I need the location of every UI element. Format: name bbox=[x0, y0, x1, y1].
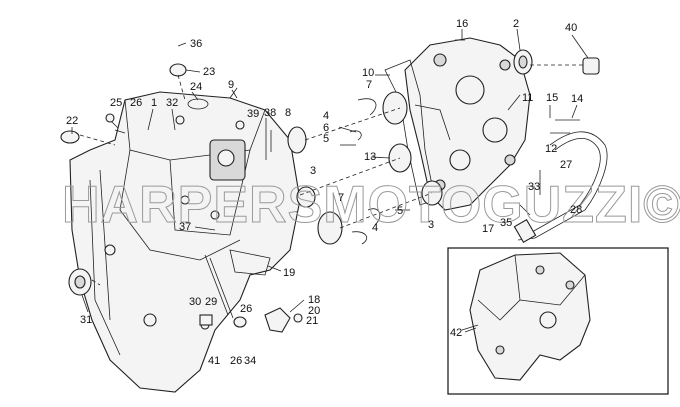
callout-27: 27 bbox=[560, 159, 572, 171]
callout-26-top: 26 bbox=[130, 97, 142, 109]
leader-lines bbox=[71, 28, 589, 333]
small-parts bbox=[105, 39, 608, 333]
rear-cover bbox=[404, 37, 531, 211]
callout-37: 37 bbox=[179, 221, 191, 233]
callout-6: 6 bbox=[323, 122, 329, 134]
callouts: 16 2 40 36 23 24 9 10 7 11 15 14 22 25 2… bbox=[66, 18, 583, 367]
callout-40: 40 bbox=[565, 22, 577, 34]
callout-4-mid: 4 bbox=[372, 222, 378, 234]
callout-5-top: 5 bbox=[323, 133, 329, 145]
bearings bbox=[60, 49, 600, 296]
callout-31: 31 bbox=[80, 314, 92, 326]
callout-41: 41 bbox=[208, 355, 220, 367]
callout-28: 28 bbox=[570, 204, 582, 216]
callout-2: 2 bbox=[513, 18, 519, 30]
callout-29: 29 bbox=[205, 296, 217, 308]
callout-36: 36 bbox=[190, 38, 202, 50]
callout-7-top: 7 bbox=[366, 79, 372, 91]
callout-3-left: 3 bbox=[310, 165, 316, 177]
callout-33: 33 bbox=[528, 181, 540, 193]
callout-7-mid: 7 bbox=[338, 192, 344, 204]
callout-8: 8 bbox=[285, 107, 291, 119]
watermark: HARPERSMOTOGUZZI© bbox=[62, 176, 680, 234]
callout-26-mid: 26 bbox=[240, 303, 252, 315]
callout-10: 10 bbox=[362, 67, 374, 79]
callout-34: 34 bbox=[244, 355, 256, 367]
callout-19: 19 bbox=[283, 267, 295, 279]
callout-1: 1 bbox=[151, 97, 157, 109]
callout-13: 13 bbox=[364, 151, 376, 163]
callout-32: 32 bbox=[166, 97, 178, 109]
callout-26-bottom: 26 bbox=[230, 355, 242, 367]
gearbox-housing bbox=[69, 91, 301, 393]
callout-15: 15 bbox=[546, 92, 558, 104]
callout-30: 30 bbox=[189, 296, 201, 308]
callout-24: 24 bbox=[190, 81, 202, 93]
callout-9: 9 bbox=[228, 79, 234, 91]
callout-22: 22 bbox=[66, 115, 78, 127]
callout-5-mid: 5 bbox=[397, 205, 403, 217]
callout-23: 23 bbox=[203, 66, 215, 78]
assembly-lines bbox=[79, 64, 585, 286]
callout-4-top: 4 bbox=[323, 110, 329, 122]
callout-38: 38 bbox=[264, 107, 276, 119]
inset-assembled-view bbox=[447, 247, 669, 395]
callout-35: 35 bbox=[500, 217, 512, 229]
callout-3-right: 3 bbox=[428, 219, 434, 231]
callout-11: 11 bbox=[522, 92, 533, 104]
callout-14: 14 bbox=[571, 93, 583, 105]
callout-39: 39 bbox=[247, 108, 259, 120]
callout-25: 25 bbox=[110, 97, 122, 109]
callout-17: 17 bbox=[482, 223, 494, 235]
callout-12: 12 bbox=[545, 143, 557, 155]
callout-21: 21 bbox=[306, 315, 318, 327]
callout-18: 18 bbox=[308, 294, 320, 306]
callout-20: 20 bbox=[308, 305, 320, 317]
callout-16: 16 bbox=[456, 18, 468, 30]
callout-42: 42 bbox=[450, 327, 462, 339]
